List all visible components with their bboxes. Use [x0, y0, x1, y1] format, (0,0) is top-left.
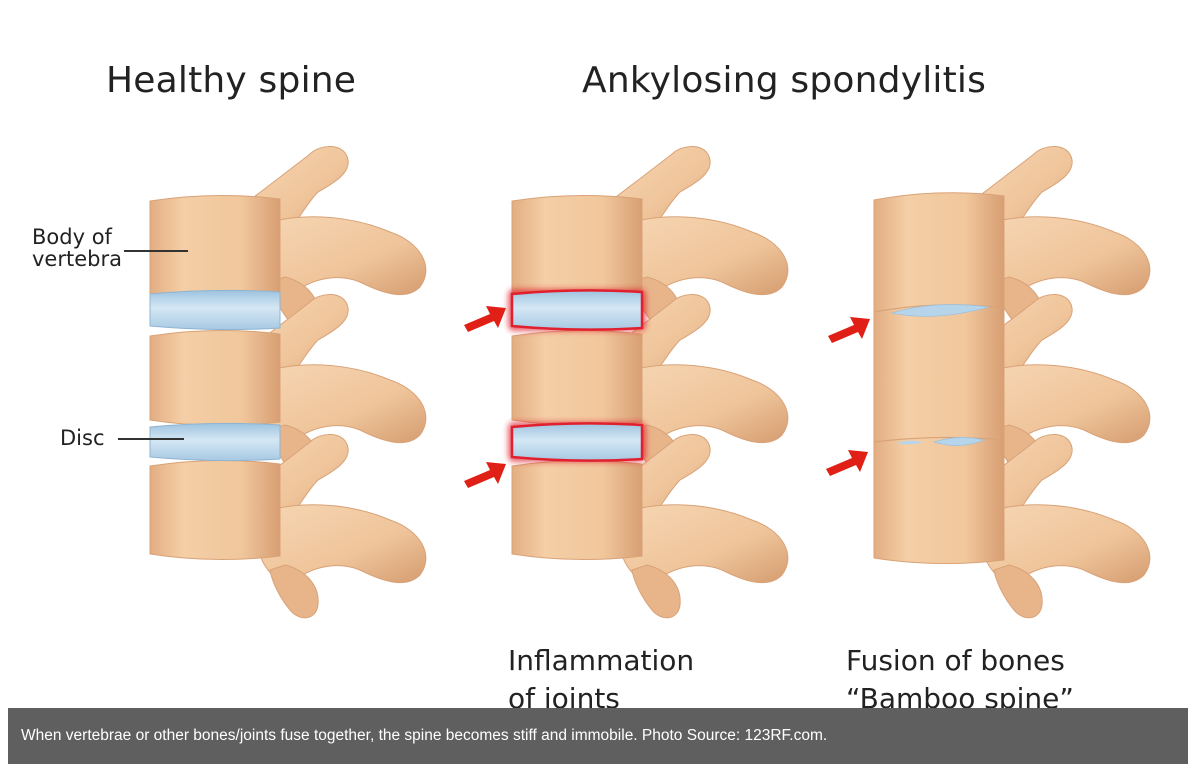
intervertebral-disc	[149, 422, 281, 462]
fused-vertebral-column	[873, 192, 1005, 565]
subtitle-inflammation: Inflammation of joints	[508, 642, 694, 718]
disc-remnant	[890, 304, 990, 317]
label-body-of-vertebra: Body of vertebra	[32, 226, 122, 270]
inflamed-spine-column	[508, 146, 789, 619]
fusion-line	[873, 436, 1005, 443]
label-disc: Disc	[60, 426, 105, 450]
vertebral-body	[511, 194, 643, 304]
intervertebral-disc	[149, 289, 281, 331]
disc-remnant	[932, 437, 986, 446]
vertebral-body	[511, 329, 643, 427]
label-body-line1: Body of	[32, 225, 112, 249]
vertebral-body	[149, 329, 281, 427]
photo-caption: When vertebrae or other bones/joints fus…	[21, 727, 828, 744]
disc-remnant	[896, 440, 924, 445]
leader-line-body	[124, 250, 188, 252]
label-body-line2: vertebra	[32, 247, 122, 272]
inferior-process	[269, 564, 319, 619]
vertebral-body	[511, 459, 643, 561]
red-arrow	[826, 450, 868, 476]
intervertebral-disc	[510, 289, 644, 331]
inferior-process	[993, 564, 1043, 619]
inferior-process	[631, 564, 681, 619]
subtitle-fusion: Fusion of bones “Bamboo spine”	[846, 642, 1074, 718]
red-arrow	[464, 306, 506, 332]
title-healthy-spine: Healthy spine	[106, 60, 357, 101]
fused-spine-column	[873, 146, 1151, 619]
vertebral-body	[149, 194, 281, 304]
red-arrow	[828, 317, 870, 343]
subtitle-inflammation-line1: Inflammation	[508, 644, 695, 677]
vertebral-body	[149, 459, 281, 561]
intervertebral-disc	[510, 422, 644, 462]
indicator-arrows	[464, 306, 870, 488]
leader-line-disc	[118, 438, 184, 440]
photo-caption-bar: When vertebrae or other bones/joints fus…	[8, 708, 1188, 764]
subtitle-fusion-line1: Fusion of bones	[846, 644, 1065, 677]
title-ankylosing-spondylitis: Ankylosing spondylitis	[582, 60, 987, 101]
red-arrow	[464, 462, 506, 488]
healthy-spine-column	[149, 146, 427, 619]
